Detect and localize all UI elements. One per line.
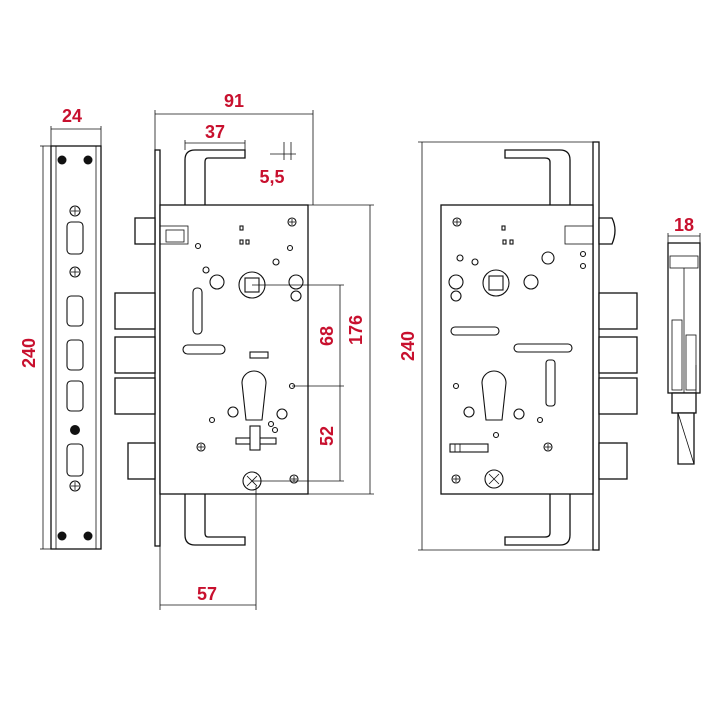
screw-icon — [57, 531, 67, 541]
dimension-body-height: 176 — [346, 315, 366, 345]
screw-icon — [70, 425, 80, 435]
dimension-body-width: 91 — [224, 91, 244, 111]
bolt — [598, 336, 638, 374]
cylinder-hole — [241, 370, 267, 421]
dimension-spindle-to-cylinder: 68 — [317, 326, 337, 346]
upper-rod — [184, 149, 246, 205]
screw-icon — [83, 531, 93, 541]
screw-icon — [69, 480, 81, 492]
faceplate-view: 24 240 — [19, 106, 102, 550]
dimension-faceplate-height: 240 — [19, 338, 39, 368]
dimension-backset: 57 — [197, 584, 217, 604]
lock-body — [159, 204, 309, 495]
bolt — [598, 292, 638, 330]
bolt-slot — [66, 443, 84, 477]
bolt-slot — [66, 295, 84, 327]
screw-icon — [57, 155, 67, 165]
dimension-bolt-width: 18 — [674, 215, 694, 235]
slot — [182, 344, 226, 355]
slot — [545, 359, 556, 407]
bolt — [114, 292, 156, 330]
latch — [598, 217, 616, 245]
lower-rod — [184, 494, 246, 546]
screw-icon — [69, 266, 81, 278]
slot — [192, 287, 203, 335]
front-faceplate-strip — [154, 149, 161, 547]
upper-rod — [504, 149, 571, 205]
latch — [134, 217, 156, 245]
lock-front-view: 91 37 5,5 176 68 52 57 — [114, 91, 374, 610]
dimension-cylinder-to-lower: 52 — [317, 426, 337, 446]
bolt — [127, 442, 156, 480]
lock-rear-view: 240 — [398, 141, 638, 551]
lower-rod — [504, 494, 571, 546]
bolt — [114, 336, 156, 374]
slot — [513, 343, 573, 353]
bolt-slot — [66, 339, 84, 371]
cylinder-hole — [481, 370, 507, 421]
dimension-backset-top: 37 — [205, 122, 225, 142]
screw-icon — [451, 474, 461, 484]
screw-icon — [452, 217, 462, 227]
screw-icon — [196, 442, 206, 452]
bolt-side-view: 18 — [667, 215, 701, 465]
screw-icon — [69, 205, 81, 217]
rear-faceplate-strip — [592, 141, 600, 551]
screw-icon — [543, 442, 553, 452]
screw-icon — [287, 217, 297, 227]
spindle-square — [488, 275, 504, 291]
screw-icon — [289, 474, 299, 484]
dimension-side-height: 240 — [398, 331, 418, 361]
latch-slot — [66, 221, 84, 255]
bolt — [598, 377, 638, 415]
bolt — [598, 442, 628, 480]
bolt — [114, 377, 156, 415]
screw-icon — [83, 155, 93, 165]
bolt-slot — [66, 380, 84, 412]
dimension-faceplate-width: 24 — [62, 106, 82, 126]
dimension-offset: 5,5 — [259, 167, 284, 187]
slot — [450, 326, 500, 336]
